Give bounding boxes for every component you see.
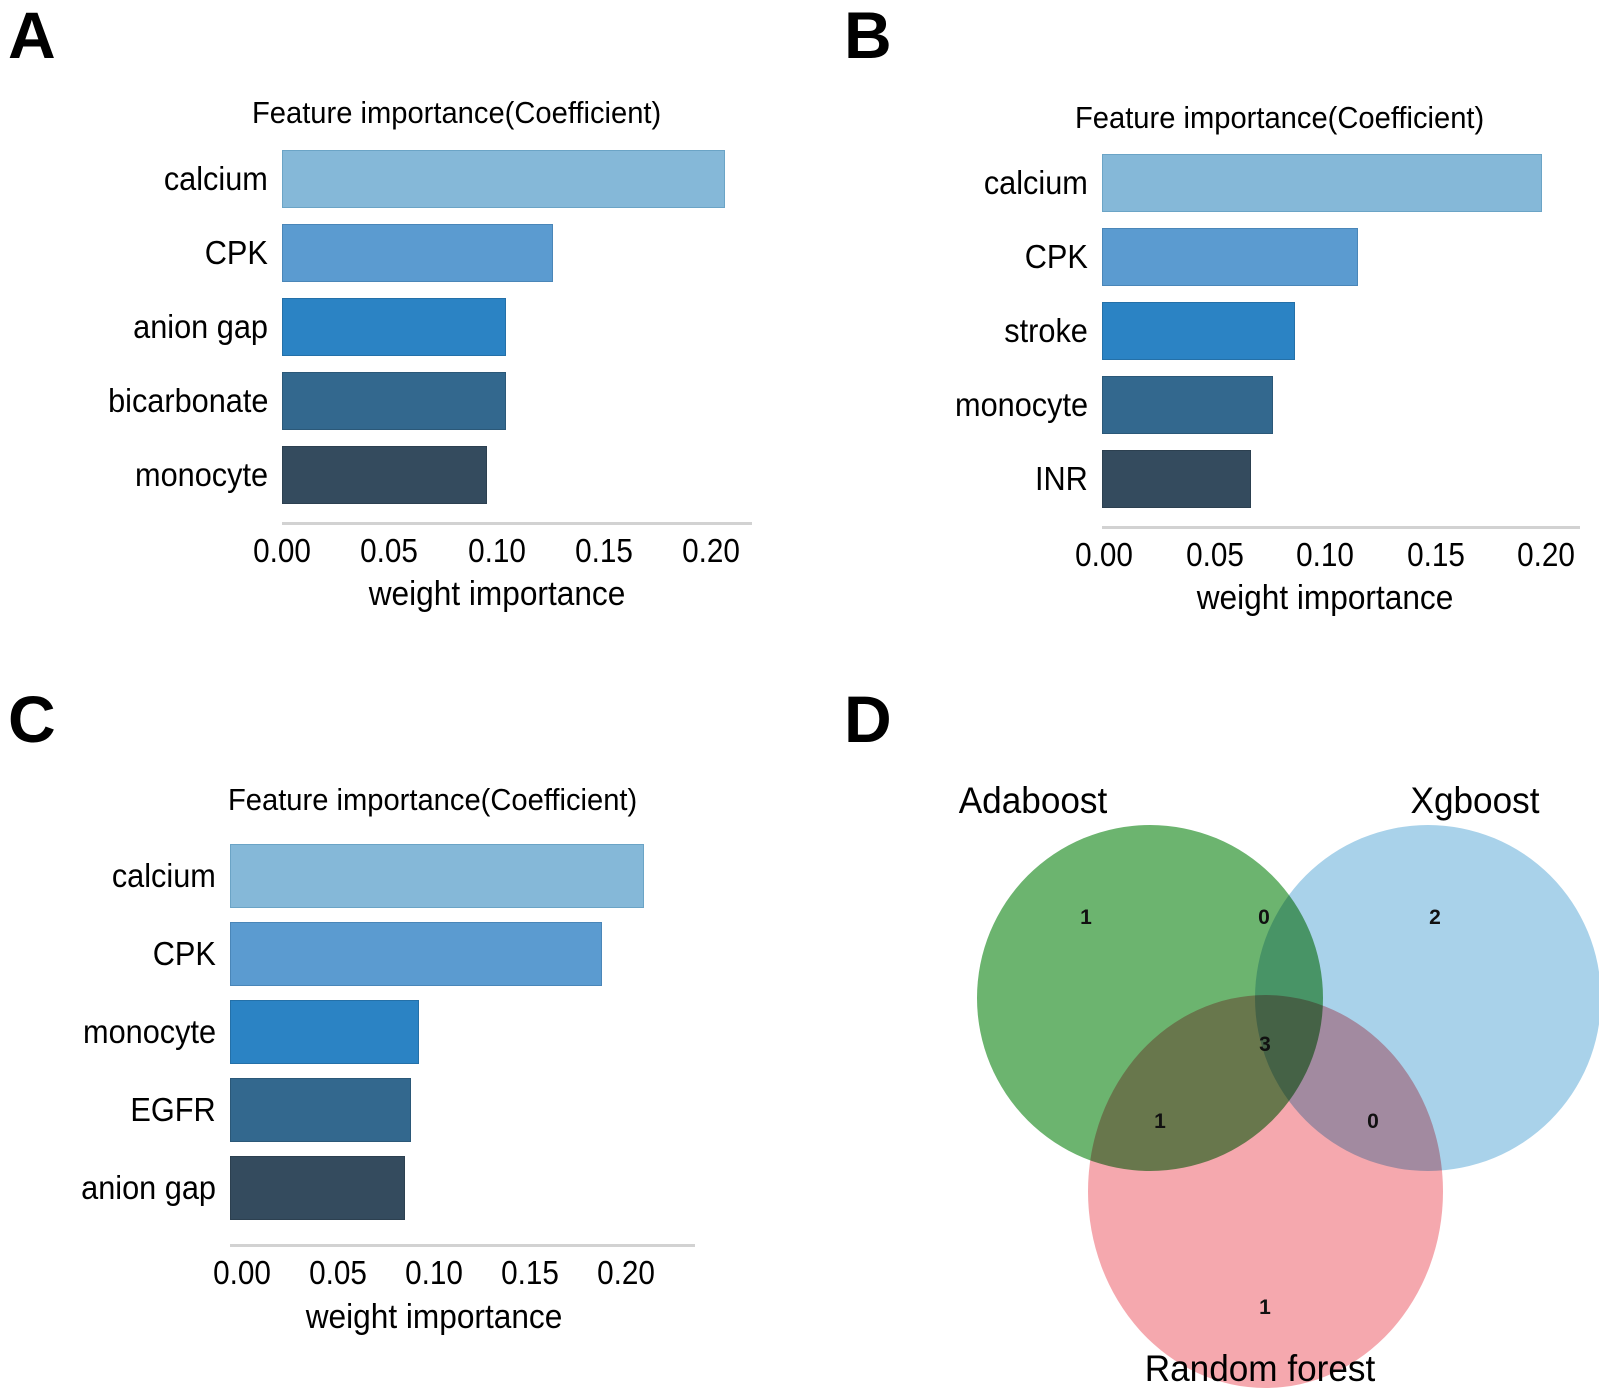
x-axis-line	[1102, 526, 1580, 529]
bar-egfr[interactable]	[230, 1078, 411, 1142]
x-tick-label: 0.10	[405, 1254, 463, 1291]
bar-row[interactable]: stroke	[1004, 302, 1562, 360]
bar-row[interactable]: calcium	[984, 154, 1562, 212]
bar-inr[interactable]	[1102, 450, 1251, 508]
bar-cpk[interactable]	[230, 922, 602, 986]
bar-row[interactable]: CPK	[153, 922, 670, 986]
x-axis-title: weight importance	[368, 575, 626, 613]
x-tick-label: 0.20	[682, 532, 740, 569]
venn-count-random-forest-only: 1	[1259, 1296, 1271, 1319]
chart-a-title: Feature importance(Coefficient)	[252, 95, 662, 130]
category-label: calcium	[111, 857, 216, 894]
bar-row[interactable]: calcium	[112, 844, 670, 908]
category-label: INR	[1035, 460, 1088, 497]
category-label: EGFR	[130, 1091, 216, 1128]
bar-row[interactable]: monocyte	[955, 376, 1562, 434]
x-tick-label: 0.15	[1407, 536, 1465, 573]
category-label: CPK	[152, 935, 216, 972]
bar-cpk[interactable]	[282, 224, 553, 282]
category-label: anion gap	[81, 1169, 216, 1206]
chart-b-plot-area: calcium CPK stroke monocyte INR	[955, 152, 1562, 524]
chart-b-title: Feature importance(Coefficient)	[1075, 100, 1485, 135]
category-label: monocyte	[954, 386, 1088, 423]
category-label: monocyte	[134, 456, 268, 493]
panel-a-letter: A	[8, 0, 56, 72]
bar-calcium[interactable]	[1102, 154, 1542, 212]
venn-count-all-three: 3	[1259, 1033, 1271, 1056]
venn-count-xgboost-randomforest: 0	[1367, 1110, 1379, 1133]
panel-a: A Feature importance(Coefficient) calciu…	[0, 0, 800, 660]
venn-diagram: Adaboost Xgboost Random forest 1 0 2 3 1…	[820, 660, 1599, 1399]
category-label: anion gap	[133, 308, 268, 345]
panel-d-letter: D	[844, 682, 892, 756]
x-axis-title: weight importance	[305, 1298, 563, 1336]
x-tick-label: 0.05	[309, 1254, 367, 1291]
x-tick-label: 0.10	[1296, 536, 1354, 573]
bar-anion-gap[interactable]	[282, 298, 506, 356]
venn-count-xgboost-only: 2	[1429, 906, 1441, 929]
x-axis-title: weight importance	[1196, 579, 1454, 617]
venn-circle-random-forest[interactable]	[1088, 995, 1443, 1388]
bar-monocyte[interactable]	[282, 446, 487, 504]
bar-anion-gap[interactable]	[230, 1156, 405, 1220]
category-label: calcium	[163, 160, 268, 197]
bar-row[interactable]: calcium	[164, 150, 752, 208]
chart-c: Feature importance(Coefficient) calcium …	[0, 660, 800, 1399]
chart-c-plot-area: calcium CPK monocyte EGFR anion gap	[81, 842, 670, 1242]
bar-row[interactable]: monocyte	[83, 1000, 670, 1064]
x-tick-label: 0.00	[1075, 536, 1133, 573]
venn-label-xgboost: Xgboost	[1410, 780, 1540, 821]
x-tick-label: 0.00	[253, 532, 311, 569]
bar-cpk[interactable]	[1102, 228, 1358, 286]
chart-a: Feature importance(Coefficient) calcium …	[0, 0, 800, 660]
venn-count-adaboost-randomforest: 1	[1154, 1110, 1166, 1133]
bar-row[interactable]: bicarbonate	[108, 372, 752, 430]
venn-label-random-forest: Random forest	[1144, 1348, 1376, 1389]
panel-d: D Adaboost Xgboost Random forest 1 0 2 3…	[820, 660, 1599, 1399]
venn-count-adaboost-only: 1	[1080, 906, 1092, 929]
bar-row[interactable]: anion gap	[133, 298, 752, 356]
venn-label-adaboost: Adaboost	[958, 780, 1108, 821]
bar-row[interactable]: anion gap	[81, 1156, 670, 1220]
x-axis-line	[230, 1244, 695, 1247]
category-label: bicarbonate	[107, 382, 268, 419]
category-label: calcium	[983, 164, 1088, 201]
bar-row[interactable]: INR	[1035, 450, 1562, 508]
x-axis-line	[282, 522, 752, 525]
chart-c-title: Feature importance(Coefficient)	[228, 782, 638, 817]
bar-stroke[interactable]	[1102, 302, 1295, 360]
bar-row[interactable]: CPK	[205, 224, 752, 282]
bar-calcium[interactable]	[230, 844, 644, 908]
x-tick-label: 0.05	[360, 532, 418, 569]
bar-row[interactable]: EGFR	[131, 1078, 670, 1142]
x-tick-label: 0.15	[575, 532, 633, 569]
category-label: stroke	[1004, 312, 1088, 349]
category-label: CPK	[1024, 238, 1088, 275]
venn-count-adaboost-xgboost: 0	[1258, 906, 1270, 929]
x-tick-label: 0.00	[213, 1254, 271, 1291]
category-label: monocyte	[82, 1013, 216, 1050]
x-tick-label: 0.20	[597, 1254, 655, 1291]
bar-monocyte[interactable]	[1102, 376, 1273, 434]
panel-c: C Feature importance(Coefficient) calciu…	[0, 660, 800, 1399]
panel-b: B Feature importance(Coefficient) calciu…	[820, 0, 1599, 660]
bar-bicarbonate[interactable]	[282, 372, 506, 430]
bar-row[interactable]: CPK	[1025, 228, 1562, 286]
bar-calcium[interactable]	[282, 150, 725, 208]
x-tick-label: 0.10	[468, 532, 526, 569]
bar-row[interactable]: monocyte	[135, 446, 752, 504]
x-tick-label: 0.15	[501, 1254, 559, 1291]
panel-c-letter: C	[8, 682, 56, 756]
category-label: CPK	[204, 234, 268, 271]
bar-monocyte[interactable]	[230, 1000, 419, 1064]
x-tick-label: 0.20	[1517, 536, 1575, 573]
panel-b-letter: B	[844, 0, 892, 72]
chart-b: Feature importance(Coefficient) calcium …	[820, 0, 1599, 660]
chart-a-plot-area: calcium CPK anion gap bicarbonate monocy…	[108, 148, 752, 520]
x-tick-label: 0.05	[1186, 536, 1244, 573]
